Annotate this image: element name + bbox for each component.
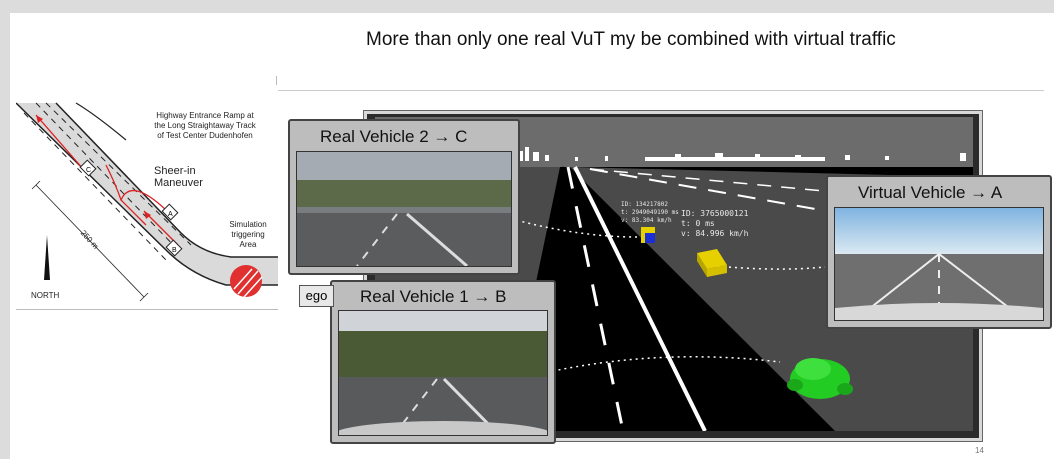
divider (276, 76, 277, 90)
camera-image-virtual-vehicle (834, 207, 1044, 321)
divider (276, 90, 1044, 91)
north-arrow-icon (44, 235, 50, 280)
ramp-map: C A B Highway Entrance Ramp at the Long … (15, 85, 278, 309)
maneuver-label: Sheer-in Maneuver (154, 165, 203, 189)
divider (16, 309, 278, 310)
page-number: 14 (975, 446, 984, 455)
real-vehicle-marker (641, 227, 655, 243)
camera-image-real-vehicle-1 (338, 310, 548, 436)
callout-real-vehicle-2: Real Vehicle 2 → C (288, 119, 520, 275)
ego-car (787, 358, 853, 399)
callout-real-vehicle-1-label: Real Vehicle 1 → B (360, 287, 507, 306)
callout-real-vehicle-1: Real Vehicle 1 → B (330, 280, 556, 444)
callout-virtual-vehicle: Virtual Vehicle → A (826, 175, 1052, 329)
ramp-map-drawing: C A B (15, 102, 278, 302)
marker-c: C (86, 167, 91, 174)
hud-left: ID: 134217802 t: 2949049190 ms v: 83.304… (621, 201, 679, 224)
north-label: NORTH (31, 291, 60, 300)
hud-right: ID: 3765000121 t: 0 ms v: 84.996 km/h (681, 209, 749, 238)
callout-real-vehicle-2-label: Real Vehicle 2 → C (320, 127, 468, 146)
marker-b: B (172, 247, 177, 254)
virtual-vehicle-box (697, 249, 727, 277)
slide-title: More than only one real VuT my be combin… (366, 29, 896, 50)
callout-virtual-vehicle-label: Virtual Vehicle → A (858, 183, 1003, 202)
camera-image-real-vehicle-2 (296, 151, 512, 267)
map-caption: Highway Entrance Ramp at the Long Straig… (154, 111, 256, 140)
ego-label: ego (299, 285, 334, 307)
trigger-label: Simulation triggering Area (229, 220, 267, 249)
marker-a: A (168, 211, 173, 218)
